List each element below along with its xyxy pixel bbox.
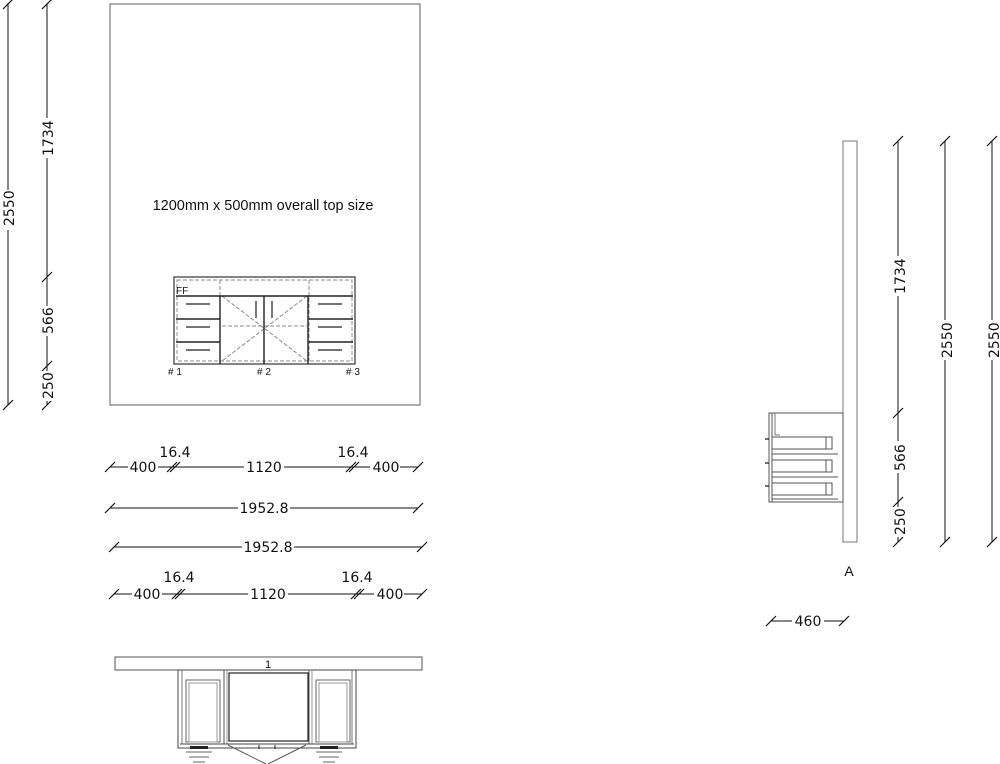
dim-1120: 1120 (246, 460, 282, 476)
dim-16-4-left: 16.4 (159, 445, 190, 461)
width-dimension-row-4: 400 16.4 1120 16.4 400 (108, 570, 428, 603)
dim-16-4-right: 16.4 (337, 445, 368, 461)
front-elevation: 1200mm x 500mm overall top size (109, 3, 421, 406)
dim-left-250: 250 (41, 372, 57, 399)
right-dimension-overall-2: 2550 (984, 135, 1000, 548)
countertop-label: 1 (265, 659, 271, 671)
dim-right-1734: 1734 (893, 258, 909, 294)
mirror-label: FF (176, 286, 188, 297)
side-elevation: A (765, 140, 858, 579)
width-dimension-row-2: 1952.8 (104, 500, 424, 517)
width-dimension-row-1: 400 16.4 1120 16.4 400 (104, 445, 424, 476)
dim-1952-8-b: 1952.8 (244, 540, 293, 556)
dim-16-4-left-b: 16.4 (163, 570, 194, 586)
overall-top-size-note: 1200mm x 500mm overall top size (153, 198, 374, 214)
dim-left-1734: 1734 (41, 120, 57, 156)
dim-left-566: 566 (41, 307, 57, 334)
dim-right-2550-b: 2550 (987, 322, 1000, 358)
plan-view: 1 (114, 656, 423, 764)
right-dimension-stack: 1734 566 250 (890, 135, 909, 548)
side-depth-dimension: 460 (765, 613, 850, 630)
dim-460: 460 (795, 614, 822, 630)
dim-right-250: 250 (893, 508, 909, 535)
dim-left-2550: 2550 (2, 190, 18, 226)
dim-400-right-b: 400 (377, 587, 404, 603)
dim-right-566: 566 (893, 444, 909, 471)
dim-400-right: 400 (373, 460, 400, 476)
unit-label-3: # 3 (346, 367, 360, 378)
section-label-a: A (844, 563, 854, 579)
dim-1952-8-a: 1952.8 (240, 501, 289, 517)
left-dimension-overall: 2550 (0, 0, 18, 411)
dim-16-4-right-b: 16.4 (341, 570, 372, 586)
dim-1120-b: 1120 (250, 587, 286, 603)
width-dimension-row-3: 1952.8 (108, 539, 428, 556)
unit-label-2: # 2 (257, 367, 271, 378)
dim-right-2550-a: 2550 (940, 322, 956, 358)
right-dimension-overall-1: 2550 (937, 135, 956, 548)
unit-label-1: # 1 (168, 367, 182, 378)
vanity-front: FF # 1 # 2 # 3 (168, 276, 360, 378)
dim-400-left: 400 (130, 460, 157, 476)
dim-400-left-b: 400 (134, 587, 161, 603)
left-dimension-stack: 1734 566 250 (39, 0, 57, 411)
